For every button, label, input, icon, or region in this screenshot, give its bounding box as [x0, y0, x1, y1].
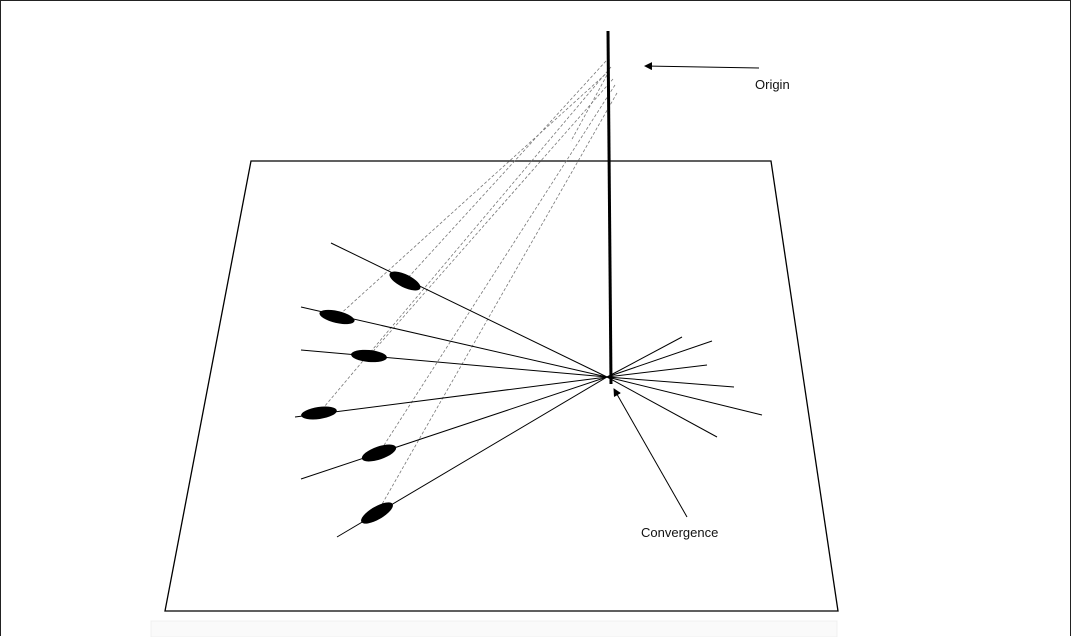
ray	[606, 376, 718, 438]
ray	[606, 376, 735, 388]
ray	[606, 364, 708, 378]
projection-line	[368, 78, 614, 357]
marker-ellipse	[319, 309, 355, 325]
projection-line	[336, 70, 610, 318]
ray	[330, 242, 608, 378]
ray	[606, 336, 683, 378]
ray	[606, 340, 713, 378]
ray	[294, 376, 608, 418]
marker-ellipse	[351, 349, 387, 363]
projection-line	[376, 92, 618, 514]
convergence-label: Convergence	[641, 525, 718, 540]
ray	[606, 376, 763, 416]
marker-ellipse	[301, 406, 337, 420]
projection-line	[570, 74, 608, 142]
bottom-panel	[150, 620, 838, 637]
marker-ellipse	[361, 444, 397, 462]
origin-label: Origin	[755, 77, 790, 92]
marker-ellipse	[389, 271, 421, 291]
projection-line	[378, 84, 616, 454]
origin-arrow	[644, 62, 760, 71]
ground-plane	[164, 160, 839, 612]
ray	[300, 376, 608, 480]
markers	[301, 271, 421, 524]
marker-ellipse	[361, 502, 393, 524]
vertical-pole	[606, 30, 613, 385]
convergence-arrow	[613, 388, 688, 518]
